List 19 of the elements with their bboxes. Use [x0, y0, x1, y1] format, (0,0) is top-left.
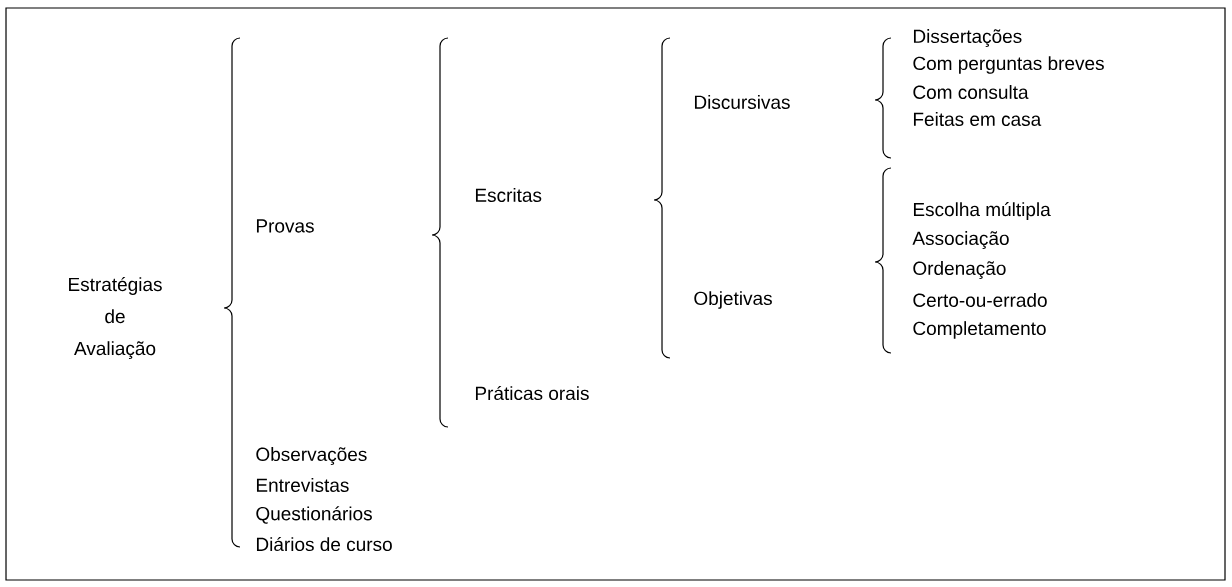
label-text: Provas	[257, 219, 314, 233]
label-text: Observações	[256, 447, 367, 465]
label-text: Com consulta	[913, 85, 1029, 99]
label-text: Escolha múltipla	[914, 202, 1051, 220]
label-text: Objetivas	[694, 291, 772, 309]
label-text: Ordenação	[913, 261, 1006, 279]
label-text: Discursivas	[694, 95, 790, 109]
label-text: Certo-ou-errado	[913, 293, 1047, 307]
label-text: Questionários	[256, 506, 372, 524]
label-text: Feitas em casa	[914, 112, 1042, 126]
label-text: Dissertações	[914, 29, 1022, 47]
label-text: Práticas orais	[476, 385, 589, 401]
label-text: Diários de curso	[257, 536, 392, 552]
label-text: Com perguntas breves	[913, 56, 1104, 74]
label-text: Entrevistas	[257, 478, 349, 492]
label-text: Estratégias de Avaliação	[69, 277, 162, 359]
label-text: Escritas	[476, 188, 542, 202]
label-text: Completamento	[913, 321, 1046, 339]
label-text: Associação	[912, 231, 1009, 249]
